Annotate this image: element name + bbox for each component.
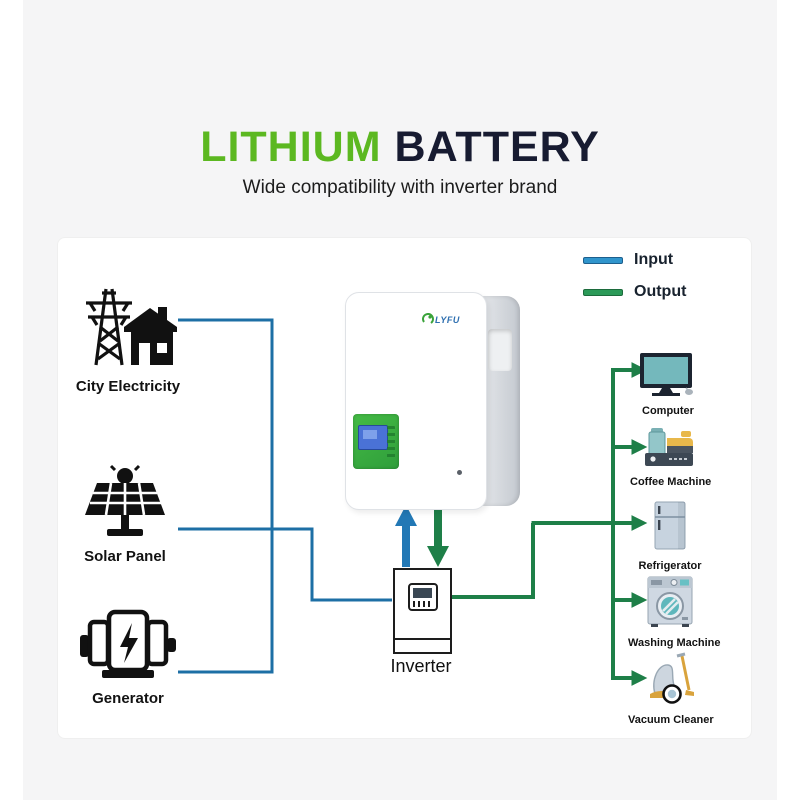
appliance-label: Coffee Machine [630, 476, 712, 488]
appliance-label: Washing Machine [628, 637, 721, 649]
appliance-refrigerator: Refrigerator [632, 500, 708, 572]
generator-icon [80, 609, 176, 678]
inverter-display [408, 583, 438, 611]
source-city-electricity: City Electricity [58, 283, 198, 395]
solar-panel-icon [85, 464, 165, 536]
battery-brand-text: LYFU [435, 314, 460, 325]
legend-output-label: Output [634, 283, 687, 300]
legend-input-label: Input [634, 251, 674, 268]
appliance-computer: Computer [628, 351, 708, 417]
battery-lcd-display [358, 425, 388, 450]
washing-machine-icon [647, 576, 693, 627]
inverter-label: Inverter [390, 656, 452, 676]
computer-monitor-icon [640, 353, 693, 396]
source-solar-panel: Solar Panel [55, 463, 195, 565]
battery-handle [488, 329, 512, 371]
appliance-vacuum-cleaner: Vacuum Cleaner [628, 650, 714, 726]
appliance-label: Refrigerator [638, 560, 702, 572]
source-label: Solar Panel [84, 548, 166, 565]
appliance-washing-machine: Washing Machine [628, 574, 721, 649]
inverter-screen [413, 588, 432, 598]
inverter-unit [393, 568, 452, 654]
refrigerator-icon [654, 501, 686, 550]
output-line-swatch [583, 288, 623, 296]
battery-indicator-dots [387, 426, 395, 458]
inverter-divider [395, 638, 450, 640]
leaf-swoosh-icon [422, 313, 434, 324]
inverter-buttons [413, 601, 433, 607]
legend-output: Output [583, 283, 686, 301]
appliance-coffee-machine: Coffee Machine [630, 424, 712, 488]
appliance-label: Vacuum Cleaner [628, 714, 714, 726]
page-title: LITHIUM BATTERY [0, 123, 800, 171]
battery-control-panel [353, 414, 399, 469]
source-label: Generator [92, 690, 164, 707]
input-line-swatch [583, 256, 623, 264]
title-word-lithium: LITHIUM [200, 123, 382, 171]
legend-input: Input [583, 251, 673, 269]
vacuum-cleaner-icon [650, 652, 694, 704]
title-block: LITHIUM BATTERY Wide compatibility with … [0, 123, 800, 199]
source-label: City Electricity [75, 378, 181, 395]
title-word-battery: BATTERY [394, 123, 600, 171]
coffee-machine-icon [645, 428, 693, 466]
appliance-label: Computer [642, 405, 694, 417]
source-generator: Generator [58, 605, 198, 707]
page-subtitle: Wide compatibility with inverter brand [242, 177, 558, 199]
battery-logo: LYFU [422, 313, 460, 326]
battery-screw [457, 470, 462, 475]
lithium-battery-unit: LYFU [345, 292, 520, 510]
power-tower-house-icon [86, 288, 177, 366]
battery-front-face: LYFU [345, 292, 487, 510]
